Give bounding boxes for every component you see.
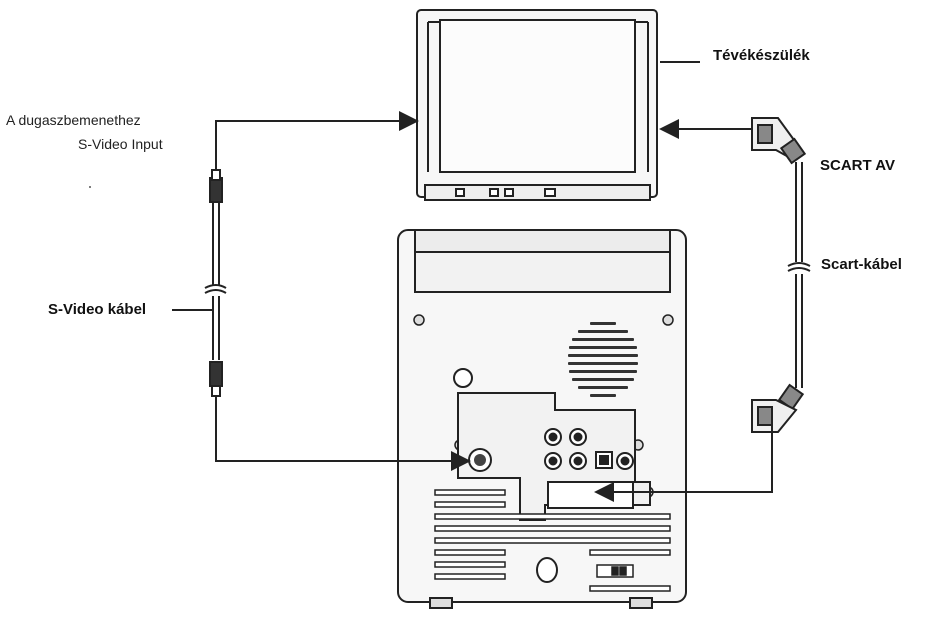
scart-cable-label: Scart-kábel [821, 256, 902, 273]
scart-socket [547, 481, 634, 509]
svideo-to-unit-arrow [215, 396, 471, 471]
svideo-jack [468, 448, 492, 472]
scart-cable [751, 117, 811, 433]
tv-screen [439, 19, 636, 173]
slide-switch [596, 564, 634, 578]
svideo-input-label-line1: A dugaszbemenethez [6, 112, 141, 128]
vent-slots [434, 489, 671, 592]
svideo-input-label-line2: S-Video Input [78, 136, 163, 152]
svideo-to-tv-arrow [215, 111, 419, 170]
scart-av-label: SCART AV [820, 157, 895, 174]
tv-label: Tévékészülék [713, 47, 810, 64]
speaker-grill [568, 322, 638, 397]
round-knob [453, 368, 473, 388]
oval-opening [536, 557, 558, 583]
tv-set [416, 9, 658, 201]
svideo-cable-label: S-Video kábel [48, 301, 147, 318]
tv-base [424, 184, 651, 201]
svideo-cable [204, 169, 227, 397]
rca-jacks [544, 428, 634, 470]
scart-to-unit-arrow [594, 420, 773, 502]
